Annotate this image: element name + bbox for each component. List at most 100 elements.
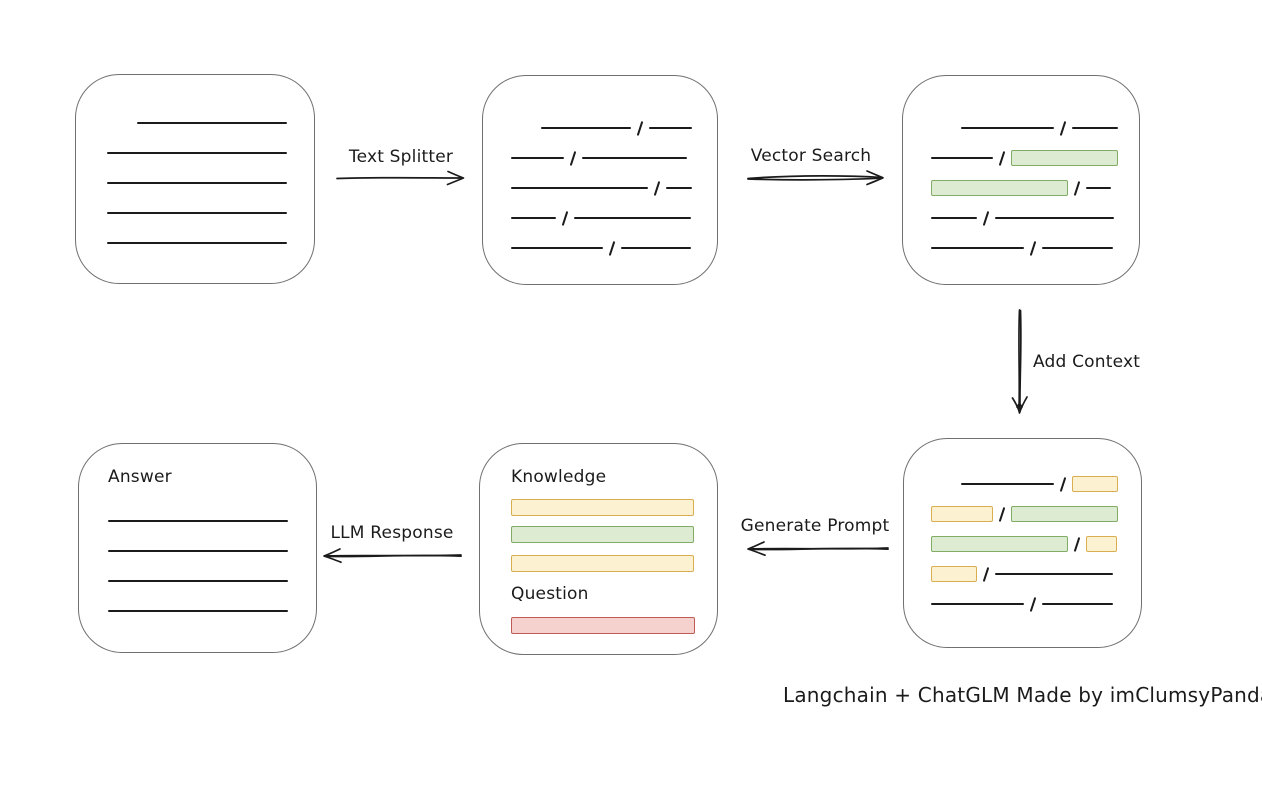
box-row bbox=[931, 589, 1141, 619]
box-row bbox=[107, 228, 314, 258]
box-row bbox=[511, 173, 717, 203]
text-line bbox=[108, 580, 288, 582]
box-row bbox=[511, 520, 717, 548]
yellow-highlight-rect bbox=[1072, 476, 1119, 492]
chunk-separator-slash bbox=[1059, 120, 1067, 136]
text-line bbox=[961, 483, 1054, 485]
generate-prompt-arrow bbox=[747, 541, 889, 557]
chunk-separator-slash bbox=[982, 210, 990, 226]
answer-box: Answer bbox=[78, 443, 317, 653]
chunk-separator-slash bbox=[998, 150, 1006, 166]
yellow-highlight-rect bbox=[1086, 536, 1118, 552]
chunk-separator-slash bbox=[653, 180, 661, 196]
box-row bbox=[931, 469, 1141, 499]
text-line bbox=[1072, 127, 1119, 129]
text-line bbox=[995, 217, 1115, 219]
chunk-separator-slash bbox=[636, 120, 644, 136]
box-row bbox=[511, 233, 717, 263]
box-row bbox=[511, 610, 717, 640]
text-line bbox=[1086, 187, 1112, 189]
green-highlight-rect bbox=[1011, 506, 1119, 522]
text-line bbox=[1042, 603, 1114, 605]
text-line bbox=[511, 157, 564, 159]
yellow-highlight-rect bbox=[931, 506, 993, 522]
llm-response-arrow bbox=[323, 548, 462, 564]
chunk-separator-slash bbox=[1073, 536, 1081, 552]
box-row bbox=[511, 494, 717, 520]
text-line bbox=[137, 122, 287, 124]
text-line bbox=[1042, 247, 1114, 249]
box-row: Knowledge bbox=[511, 460, 717, 494]
text-line bbox=[108, 610, 288, 612]
box-heading: Answer bbox=[108, 467, 172, 487]
vector-search-label: Vector Search bbox=[750, 146, 872, 166]
box-row bbox=[511, 113, 717, 143]
box-row bbox=[108, 506, 316, 536]
chunk-separator-slash bbox=[569, 150, 577, 166]
text-line bbox=[511, 187, 648, 189]
context-chunks-box bbox=[903, 438, 1142, 648]
chunk-separator-slash bbox=[1029, 596, 1037, 612]
chunk-separator-slash bbox=[1073, 180, 1081, 196]
text-splitter-arrow bbox=[336, 170, 465, 186]
text-line bbox=[107, 212, 287, 214]
box-row bbox=[107, 108, 314, 138]
chunk-separator-slash bbox=[1029, 240, 1037, 256]
box-row bbox=[108, 494, 316, 506]
text-line bbox=[995, 573, 1114, 575]
box-heading: Knowledge bbox=[511, 467, 607, 487]
box-row bbox=[108, 566, 316, 596]
box-row bbox=[107, 168, 314, 198]
box-row bbox=[931, 529, 1141, 559]
box-row bbox=[931, 173, 1139, 203]
box-row bbox=[511, 143, 717, 173]
box-row bbox=[931, 113, 1139, 143]
chunk-separator-slash bbox=[608, 240, 616, 256]
text-line bbox=[108, 520, 288, 522]
text-line bbox=[961, 127, 1054, 129]
text-line bbox=[511, 217, 556, 219]
text-line bbox=[107, 152, 287, 154]
text-line bbox=[666, 187, 693, 189]
box-heading: Question bbox=[511, 584, 589, 604]
text-line bbox=[582, 157, 688, 159]
document-box bbox=[75, 74, 315, 284]
credit-text: Langchain + ChatGLM Made by imClumsyPand… bbox=[783, 683, 1262, 707]
chunk-separator-slash bbox=[561, 210, 569, 226]
green-highlight-rect bbox=[511, 525, 694, 543]
yellow-highlight-rect bbox=[511, 554, 694, 572]
box-row bbox=[931, 559, 1141, 589]
chunk-separator-slash bbox=[998, 506, 1006, 522]
text-line bbox=[931, 217, 977, 219]
text-line bbox=[931, 603, 1024, 605]
chunk-separator-slash bbox=[982, 566, 990, 582]
generate-prompt-label: Generate Prompt bbox=[740, 516, 890, 536]
box-row bbox=[107, 198, 314, 228]
box-row bbox=[511, 548, 717, 578]
add-context-arrow bbox=[1011, 309, 1028, 414]
text-line bbox=[931, 157, 993, 159]
yellow-highlight-rect bbox=[931, 566, 977, 582]
box-row bbox=[931, 143, 1139, 173]
text-line bbox=[511, 247, 603, 249]
text-line bbox=[107, 242, 287, 244]
green-highlight-rect bbox=[1011, 150, 1119, 166]
red-highlight-rect bbox=[511, 616, 695, 634]
text-line bbox=[649, 127, 693, 129]
text-line bbox=[108, 550, 288, 552]
box-row bbox=[107, 138, 314, 168]
chunk-separator-slash bbox=[1059, 476, 1067, 492]
box-row bbox=[931, 203, 1139, 233]
llm-response-label: LLM Response bbox=[330, 523, 454, 543]
text-line bbox=[107, 182, 287, 184]
add-context-label: Add Context bbox=[1033, 352, 1141, 372]
box-row bbox=[511, 203, 717, 233]
matched-chunks-box bbox=[902, 75, 1140, 285]
text-line bbox=[931, 247, 1024, 249]
box-row: Question bbox=[511, 578, 717, 610]
box-row bbox=[108, 536, 316, 566]
box-row bbox=[931, 233, 1139, 263]
vector-search-arrow bbox=[747, 170, 884, 186]
